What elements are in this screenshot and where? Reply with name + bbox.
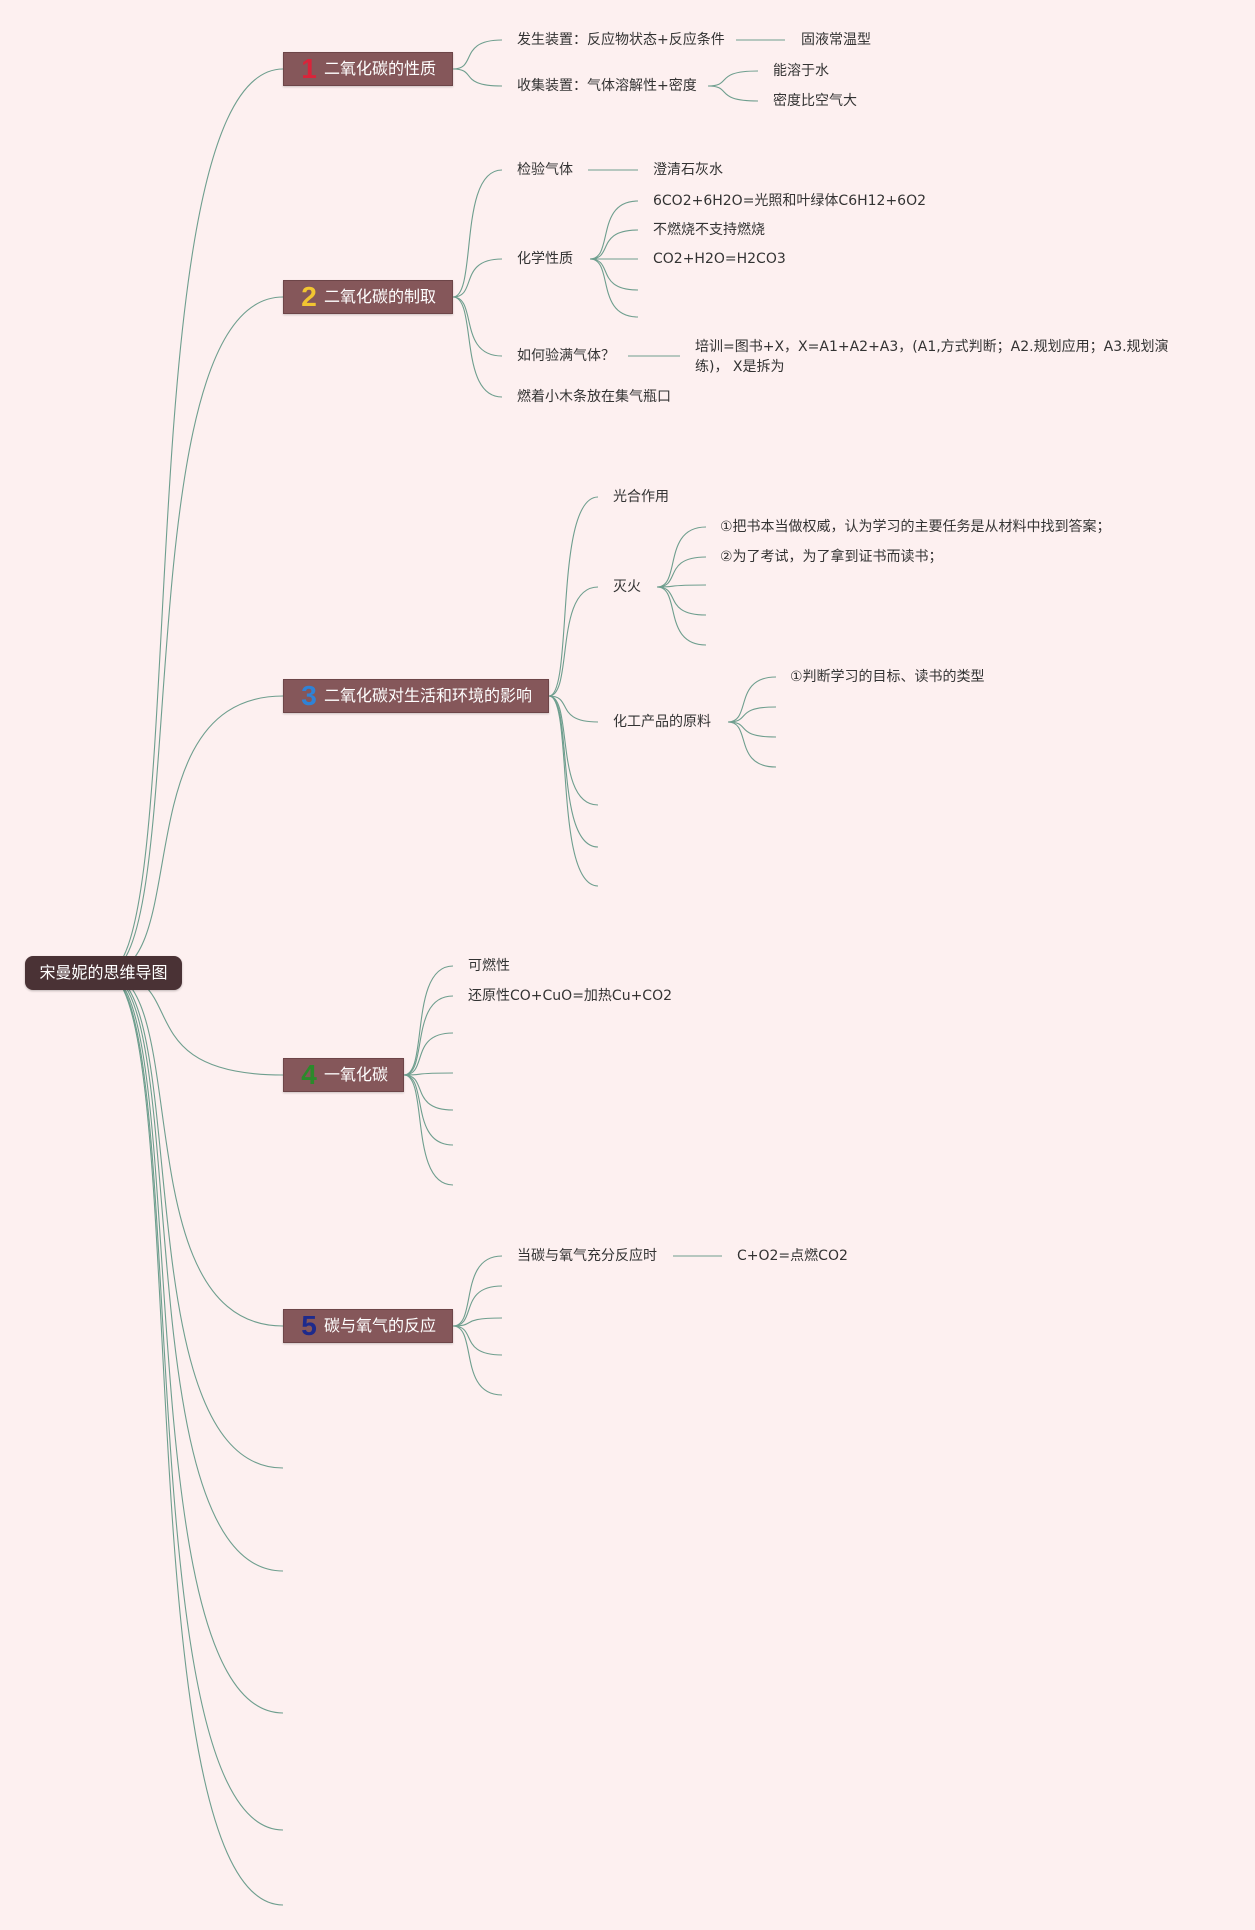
connector-line <box>104 972 284 1572</box>
subtopic-collection-setup[interactable]: 收集装置：气体溶解性+密度 <box>517 78 697 94</box>
subtopic-carbonic-acid[interactable]: CO2+H2O=H2CO3 <box>653 251 786 267</box>
connector-line <box>548 695 599 723</box>
branch-topic-2[interactable]: 2 二氧化碳的制取 <box>283 280 453 314</box>
subtopic-flammability[interactable]: 可燃性 <box>468 958 510 974</box>
connector-line <box>589 200 639 260</box>
connector-line <box>727 676 777 723</box>
connector-line <box>548 695 599 848</box>
branch-topic-3-label: 二氧化碳对生活和环境的影响 <box>324 686 533 705</box>
connector-line <box>548 496 599 697</box>
connector-line <box>452 68 503 87</box>
connector-line <box>104 68 284 974</box>
subtopic-denser-than-air[interactable]: 密度比空气大 <box>773 93 857 109</box>
connector-line <box>656 586 707 646</box>
subtopic-carbon-burn-equation[interactable]: C+O2=点燃CO2 <box>737 1248 848 1264</box>
connector-line <box>104 972 284 1906</box>
connector-line <box>452 296 503 398</box>
subtopic-fire-extinguishing[interactable]: 灭火 <box>613 579 641 595</box>
subtopic-exam-reading[interactable]: ②为了考试，为了拿到证书而读书； <box>720 549 943 565</box>
connector-line <box>104 695 284 974</box>
connector-line <box>727 706 777 723</box>
connector-line <box>104 296 284 974</box>
connector-line <box>403 995 454 1076</box>
subtopic-solid-liquid-room-temp[interactable]: 固液常温型 <box>801 32 871 48</box>
subtopic-chemical-raw-material[interactable]: 化工产品的原料 <box>613 714 711 730</box>
subtopic-generator-setup[interactable]: 发生装置：反应物状态+反应条件 <box>517 32 725 48</box>
connector-line <box>452 1325 503 1396</box>
subtopic-authority-books[interactable]: ①把书本当做权威，认为学习的主要任务是从材料中找到答案； <box>720 519 1111 535</box>
connector-line <box>452 258 503 298</box>
subtopic-burning-stick[interactable]: 燃着小木条放在集气瓶口 <box>517 389 671 405</box>
branch-topic-3[interactable]: 3 二氧化碳对生活和环境的影响 <box>283 679 549 713</box>
root-topic[interactable]: 宋曼妮的思维导图 <box>25 956 182 990</box>
subtopic-reducibility[interactable]: 还原性CO+CuO=加热Cu+CO2 <box>468 988 673 1004</box>
number-5-badge: 5 <box>301 1310 317 1341</box>
subtopic-training-formula[interactable]: 培训=图书+X，X=A1+A2+A3，(A1,方式判断；A2.规划应用；A3.规… <box>695 339 1169 375</box>
root-topic-label: 宋曼妮的思维导图 <box>39 963 168 982</box>
connector-line <box>656 584 707 588</box>
branch-topic-5-label: 碳与氧气的反应 <box>324 1316 437 1335</box>
connector-line <box>548 586 599 697</box>
number-4-badge: 4 <box>301 1059 317 1090</box>
subtopic-photosynthesis-equation[interactable]: 6CO2+6H2O=光照和叶绿体C6H12+6O2 <box>653 193 927 209</box>
number-3-badge: 3 <box>301 680 317 711</box>
connector-line <box>104 972 284 1327</box>
branch-topic-1-label: 二氧化碳的性质 <box>324 59 437 78</box>
connector-line <box>589 258 639 318</box>
connector-line <box>548 695 599 806</box>
connector-line <box>403 1074 454 1186</box>
connector-line <box>727 721 777 738</box>
subtopic-check-full[interactable]: 如何验满气体？ <box>517 348 615 364</box>
connector-line <box>403 1072 454 1076</box>
connector-line <box>707 85 759 102</box>
connector-line <box>104 972 284 1714</box>
connector-line <box>589 258 639 291</box>
connector-line <box>403 1074 454 1146</box>
connector-line <box>403 1074 454 1111</box>
connector-line <box>104 972 284 1469</box>
number-1-badge: 1 <box>301 53 317 84</box>
subtopic-chemical-properties[interactable]: 化学性质 <box>517 251 573 267</box>
branch-topic-2-label: 二氧化碳的制取 <box>324 287 437 306</box>
branch-topic-1[interactable]: 1 二氧化碳的性质 <box>283 52 453 86</box>
connector-line <box>656 556 707 588</box>
number-2-badge: 2 <box>301 281 317 312</box>
branch-topic-5[interactable]: 5 碳与氧气的反应 <box>283 1309 453 1343</box>
connector-line <box>403 965 454 1076</box>
connector-line <box>403 1032 454 1076</box>
connector-line <box>452 39 503 70</box>
connector-line <box>104 972 284 1831</box>
subtopic-soluble-in-water[interactable]: 能溶于水 <box>773 63 829 79</box>
connector-line <box>452 169 503 298</box>
subtopic-limewater[interactable]: 澄清石灰水 <box>653 162 723 178</box>
connector-line <box>452 1285 503 1327</box>
connector-line <box>452 1317 503 1327</box>
connector-line <box>707 70 759 87</box>
connector-line <box>656 586 707 616</box>
subtopic-learning-goals[interactable]: ①判断学习的目标、读书的类型 <box>790 669 985 685</box>
subtopic-carbon-full-reaction[interactable]: 当碳与氧气充分反应时 <box>517 1248 657 1264</box>
connector-line <box>452 1255 503 1327</box>
connector-line <box>548 695 599 887</box>
connector-line <box>727 721 777 768</box>
subtopic-photosynthesis[interactable]: 光合作用 <box>613 489 669 505</box>
subtopic-test-gas[interactable]: 检验气体 <box>517 162 573 178</box>
connector-line <box>656 526 707 588</box>
connector-line <box>452 296 503 357</box>
connector-line <box>452 1325 503 1356</box>
subtopic-non-combustible[interactable]: 不燃烧不支持燃烧 <box>653 222 765 238</box>
connector-line <box>589 229 639 260</box>
branch-topic-4[interactable]: 4 一氧化碳 <box>283 1058 404 1092</box>
branch-topic-4-label: 一氧化碳 <box>324 1065 389 1084</box>
